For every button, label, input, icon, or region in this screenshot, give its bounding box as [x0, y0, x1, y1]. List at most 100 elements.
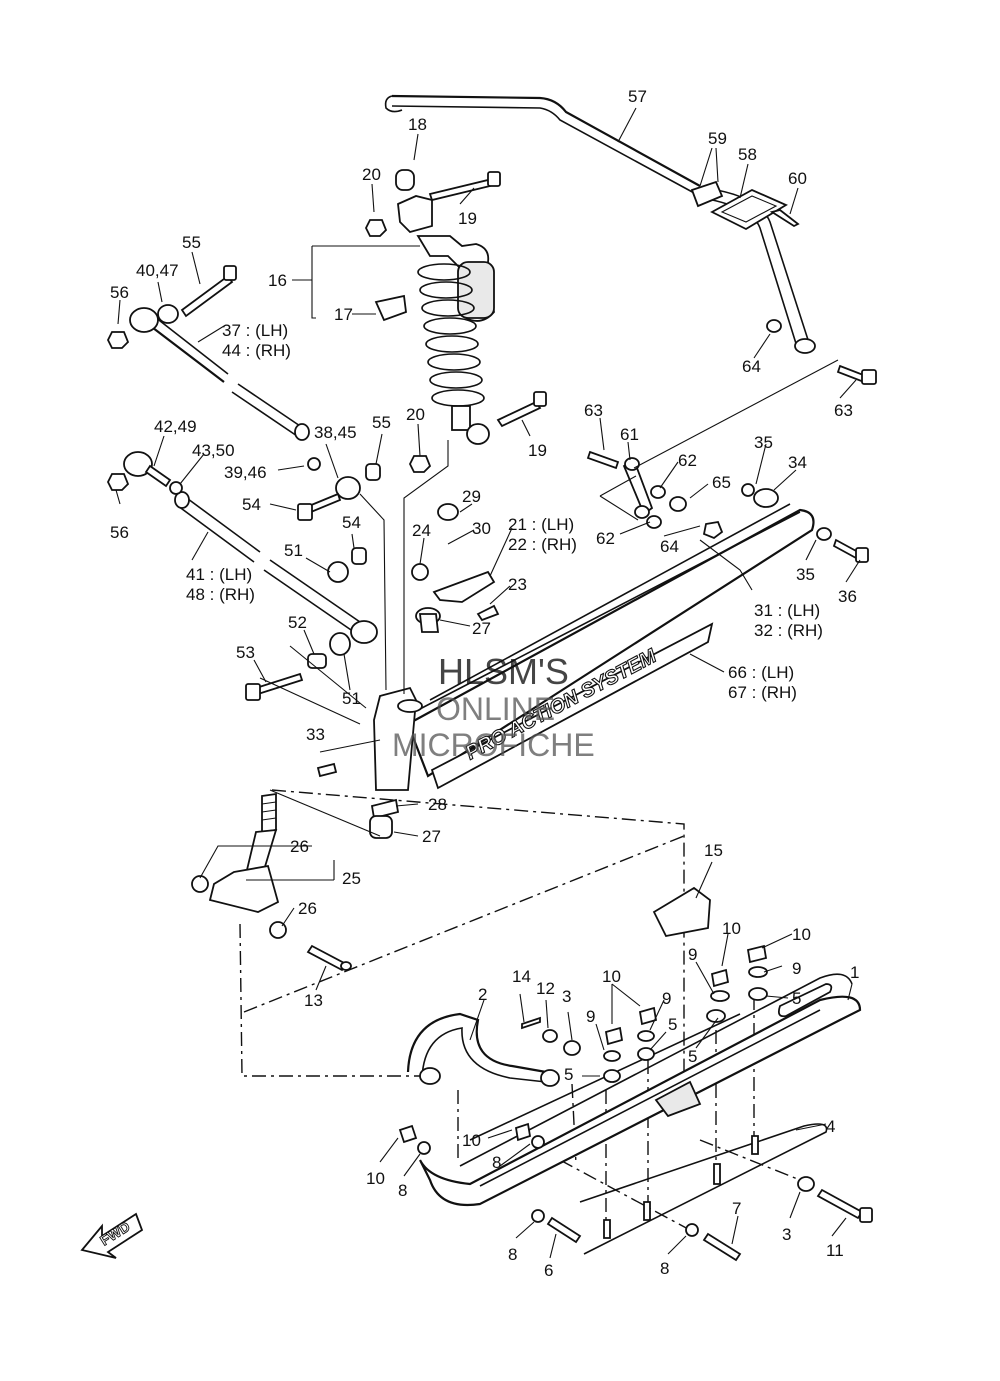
callout-54a: 54	[242, 495, 261, 514]
callout-12: 12	[536, 979, 555, 998]
callout-61: 61	[620, 425, 639, 444]
callout-5a: 5	[792, 989, 801, 1008]
callout-43-50: 43,50	[192, 441, 235, 460]
callout-62b: 62	[596, 529, 615, 548]
callout-65: 65	[712, 473, 731, 492]
callout-31: 31 : (LH)	[754, 601, 820, 620]
callout-16: 16	[268, 271, 287, 290]
callout-39-46: 39,46	[224, 463, 267, 482]
callout-27a: 27	[472, 619, 491, 638]
callout-18: 18	[408, 115, 427, 134]
callout-55b: 55	[372, 413, 391, 432]
callout-6: 6	[544, 1261, 553, 1280]
lower-arm-rod	[106, 451, 378, 644]
callout-10b: 10	[792, 925, 811, 944]
callout-23: 23	[508, 575, 527, 594]
callout-64b: 64	[660, 537, 679, 556]
watermark: HLSM'S ONLINE MICROFICHE	[392, 651, 595, 763]
callout-40-47: 40,47	[136, 261, 179, 280]
callout-55a: 55	[182, 233, 201, 252]
callout-19b: 19	[528, 441, 547, 460]
callout-4: 4	[826, 1117, 835, 1136]
callout-63b: 63	[834, 401, 853, 420]
callout-10a: 10	[722, 919, 741, 938]
callout-5b: 5	[668, 1015, 677, 1034]
callout-63a: 63	[584, 401, 603, 420]
callout-64a: 64	[742, 357, 761, 376]
callout-60: 60	[788, 169, 807, 188]
callout-25: 25	[342, 869, 361, 888]
shock-absorber	[374, 169, 495, 445]
callout-56a: 56	[110, 283, 129, 302]
callout-29: 29	[462, 487, 481, 506]
watermark-line1: HLSM'S	[438, 651, 569, 692]
callout-8a: 8	[492, 1153, 501, 1172]
callout-30: 30	[472, 519, 491, 538]
callout-15: 15	[704, 841, 723, 860]
stabilizer-bracket	[690, 180, 800, 231]
callout-26a: 26	[290, 837, 309, 856]
callout-42-49: 42,49	[154, 417, 197, 436]
callout-51a: 51	[284, 541, 303, 560]
ski-hardware	[398, 886, 873, 1262]
callout-10c: 10	[602, 967, 621, 986]
callout-7: 7	[732, 1199, 741, 1218]
callout-59: 59	[708, 129, 727, 148]
callout-57: 57	[628, 87, 647, 106]
callout-9b: 9	[792, 959, 801, 978]
callout-32: 32 : (RH)	[754, 621, 823, 640]
leader-lines	[259, 245, 839, 837]
callout-2: 2	[478, 985, 487, 1004]
callout-8d: 8	[660, 1259, 669, 1278]
callout-51b: 51	[342, 689, 361, 708]
callout-56b: 56	[110, 523, 129, 542]
callout-54b: 54	[342, 513, 361, 532]
callout-41: 41 : (LH)	[186, 565, 252, 584]
callout-13: 13	[304, 991, 323, 1010]
callout-36: 36	[838, 587, 857, 606]
arm-end-parts	[586, 364, 877, 563]
callout-3a: 3	[562, 987, 571, 1006]
callout-5c: 5	[688, 1047, 697, 1066]
callout-22: 22 : (RH)	[508, 535, 577, 554]
callout-48: 48 : (RH)	[186, 585, 255, 604]
callout-44: 44 : (RH)	[222, 341, 291, 360]
fwd-arrow-icon: FWD	[80, 1212, 144, 1259]
callout-8c: 8	[508, 1245, 517, 1264]
callout-27b: 27	[422, 827, 441, 846]
callout-52: 52	[288, 613, 307, 632]
shock-bolts	[364, 171, 547, 473]
callout-35a: 35	[754, 433, 773, 452]
watermark-line3: MICROFICHE	[392, 727, 595, 763]
callout-67: 67 : (RH)	[728, 683, 797, 702]
callout-62a: 62	[678, 451, 697, 470]
callout-labels: 57 59 58 60 18 20 19 16 17 55 40,47 56 3…	[110, 87, 859, 1280]
callout-9c: 9	[662, 989, 671, 1008]
callout-9a: 9	[688, 945, 697, 964]
callout-35b: 35	[796, 565, 815, 584]
callout-17: 17	[334, 305, 353, 324]
callout-34: 34	[788, 453, 807, 472]
callout-3b: 3	[782, 1225, 791, 1244]
callout-24: 24	[412, 521, 431, 540]
callout-53: 53	[236, 643, 255, 662]
callout-19a: 19	[458, 209, 477, 228]
callout-33: 33	[306, 725, 325, 744]
spindle	[191, 792, 352, 972]
callout-37: 37 : (LH)	[222, 321, 288, 340]
callout-10e: 10	[366, 1169, 385, 1188]
watermark-line2: ONLINE	[436, 691, 555, 727]
callout-9d: 9	[586, 1007, 595, 1026]
ski-handle	[406, 1012, 560, 1087]
callout-8b: 8	[398, 1181, 407, 1200]
callout-5d: 5	[564, 1065, 573, 1084]
callout-1: 1	[850, 963, 859, 982]
callout-20a: 20	[362, 165, 381, 184]
callout-20b: 20	[406, 405, 425, 424]
callout-14: 14	[512, 967, 531, 986]
callout-26b: 26	[298, 899, 317, 918]
callout-28: 28	[428, 795, 447, 814]
callout-66: 66 : (LH)	[728, 663, 794, 682]
callout-58: 58	[738, 145, 757, 164]
